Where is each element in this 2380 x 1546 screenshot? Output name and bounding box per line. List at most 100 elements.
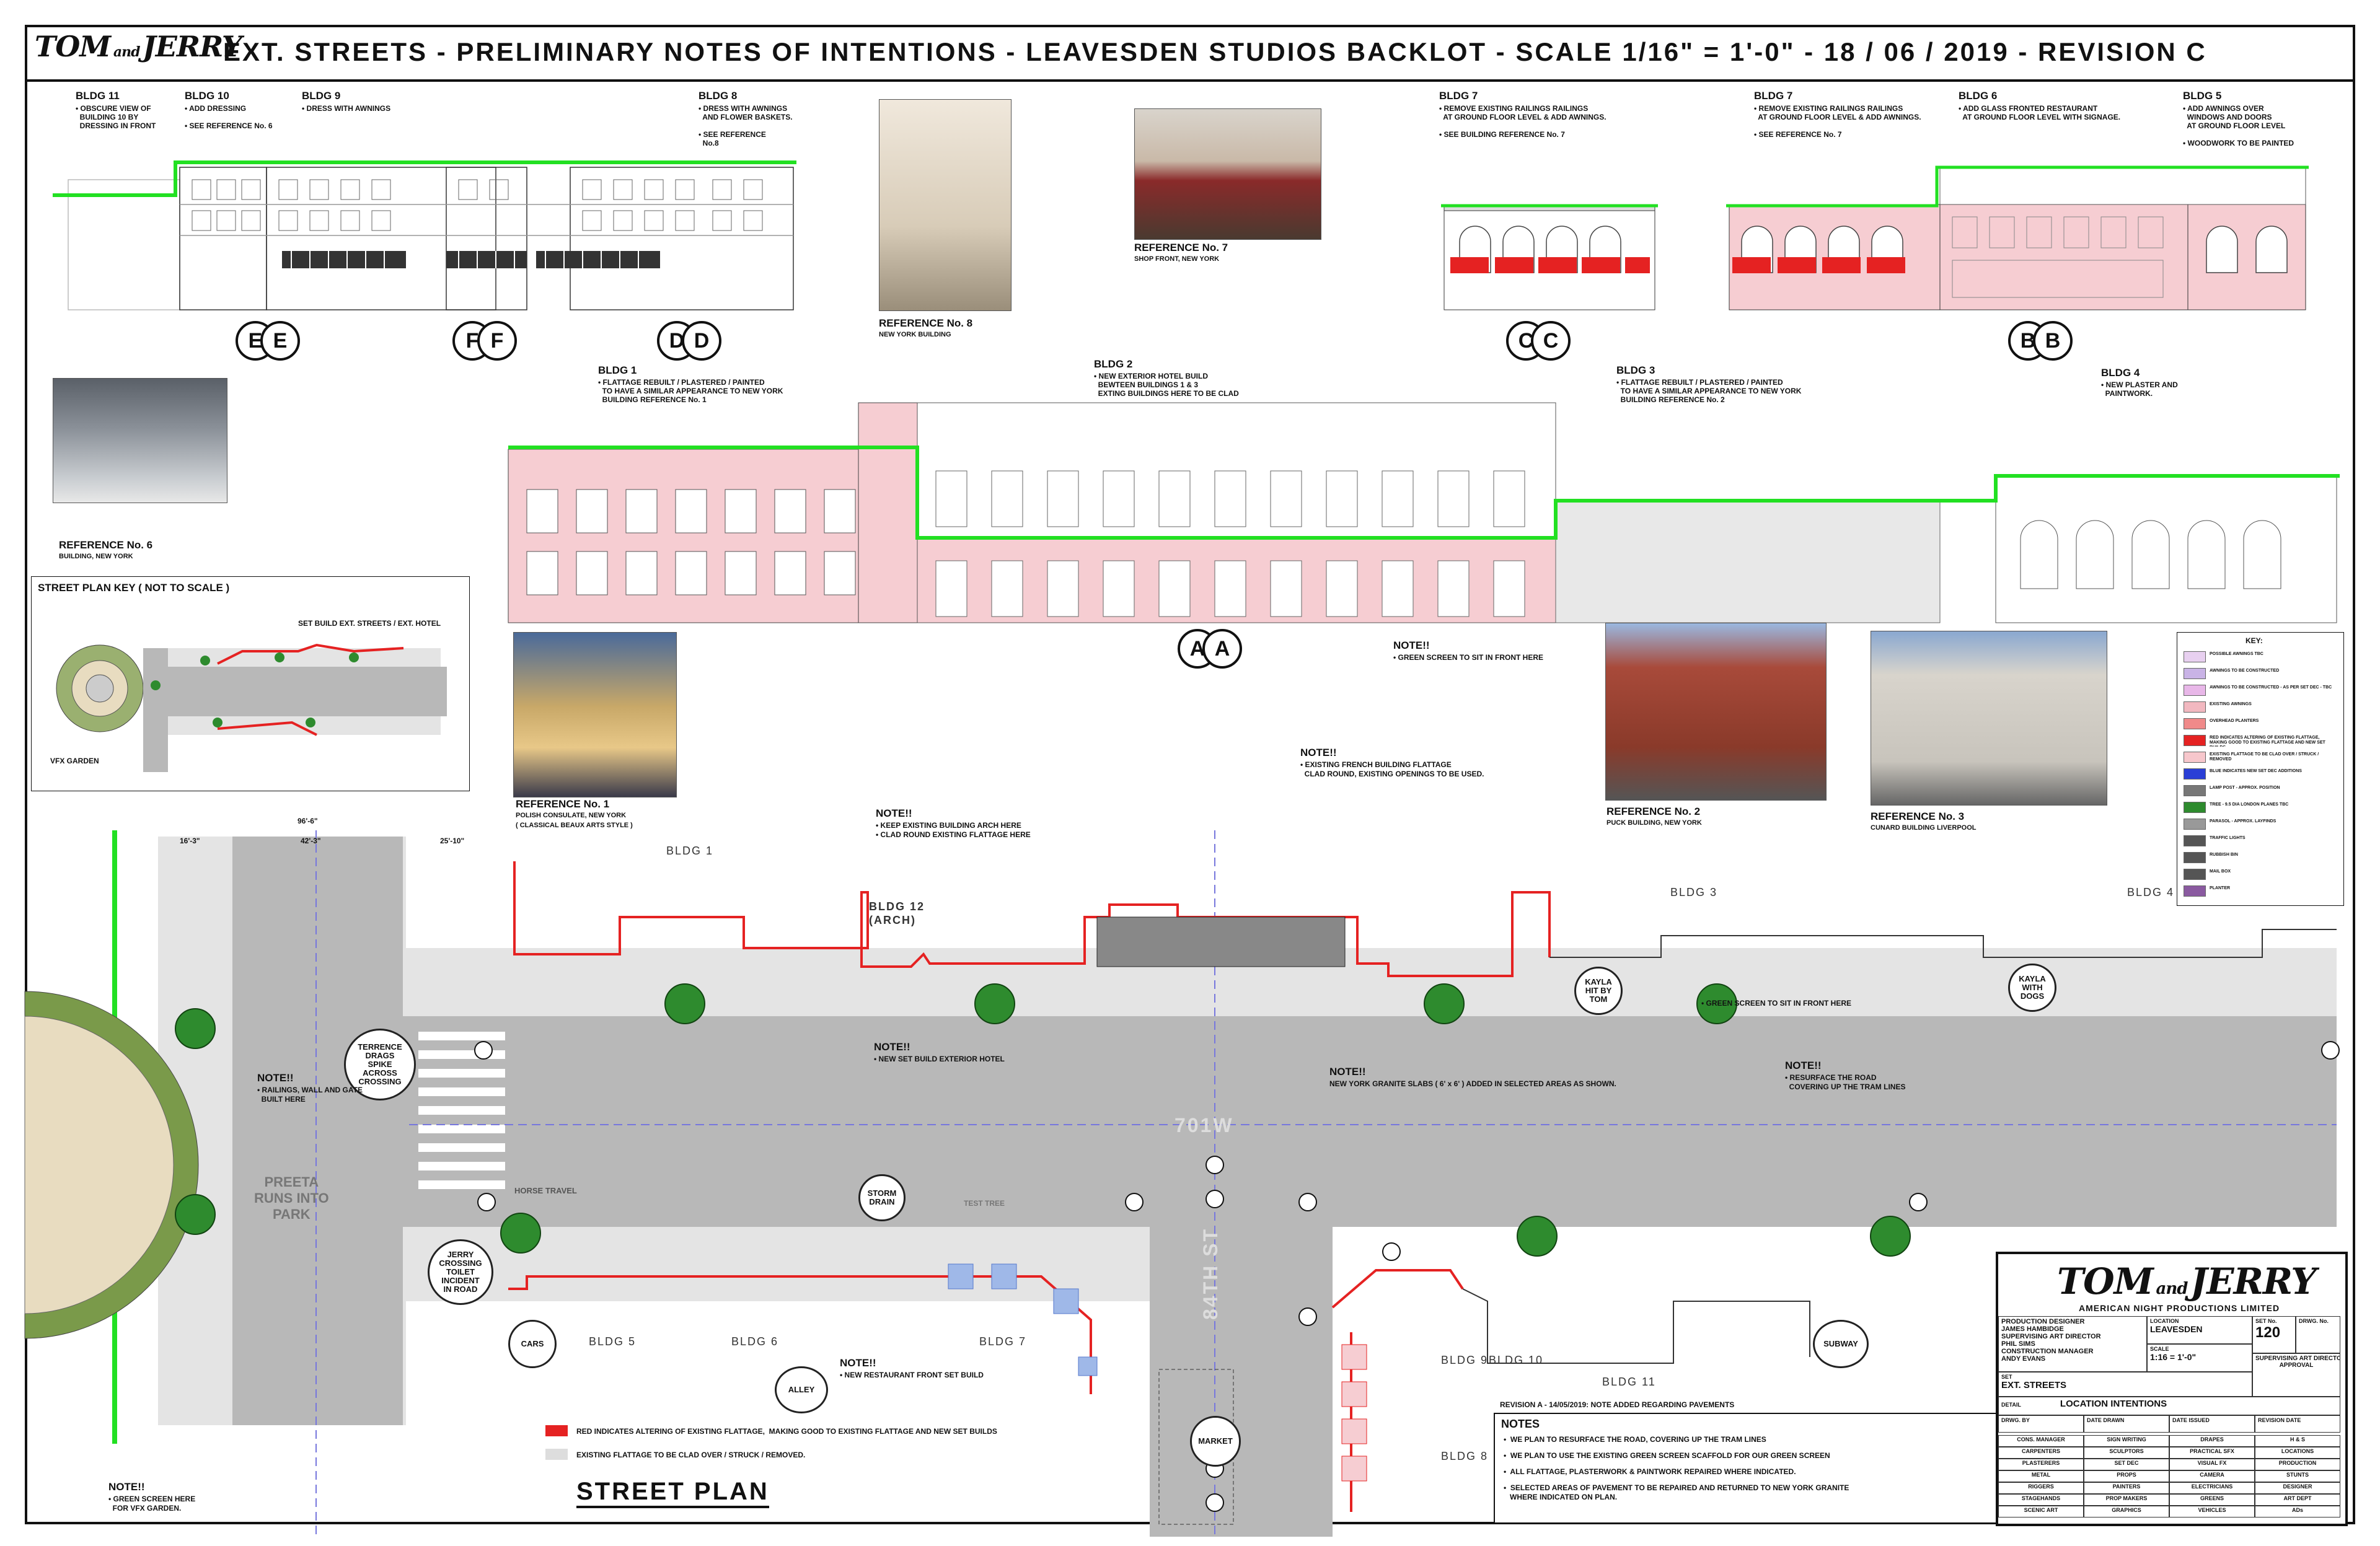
note-bldg9: • DRESS WITH AWNINGS xyxy=(302,104,391,113)
tb-dept-cell: PROPS xyxy=(2084,1470,2169,1482)
callout-cars: CARS xyxy=(508,1320,557,1368)
label-bldg7b: BLDG 7 xyxy=(1754,90,1793,102)
plan-bldg7: BLDG 7 xyxy=(979,1335,1027,1348)
legend-swatch xyxy=(2184,718,2206,729)
callout-subway: SUBWAY xyxy=(1813,1320,1869,1368)
legend-item-text: EXISTING AWNINGS xyxy=(2210,702,2252,706)
label-bldg8: BLDG 8 xyxy=(699,90,738,102)
tb-setno-value: 120 xyxy=(2255,1324,2281,1341)
title-block-company: AMERICAN NIGHT PRODUCTIONS LIMITED xyxy=(2079,1303,2280,1313)
tb-cm-label: CONSTRUCTION MANAGER xyxy=(2001,1348,2094,1355)
elevation-cc xyxy=(1441,204,1658,310)
plan-bldg10: BLDG 10 xyxy=(1489,1354,1544,1366)
tb-dept-cell: DRAPES xyxy=(2169,1435,2255,1447)
note-bldg5: • ADD AWNINGS OVER WINDOWS AND DOORS AT … xyxy=(2183,104,2294,147)
tb-people: PRODUCTION DESIGNER JAMES HAMBIDGE SUPER… xyxy=(1998,1316,2147,1372)
label-bldg1: BLDG 1 xyxy=(598,364,637,376)
legend-swatch xyxy=(2184,651,2206,662)
general-notes: NOTES • WE PLAN TO RESURFACE THE ROAD, C… xyxy=(1494,1413,1998,1524)
legend-swatch xyxy=(2184,735,2206,746)
note-bldg1: • FLATTAGE REBUILT / PLASTERED / PAINTED… xyxy=(598,378,783,404)
horse-travel-label: HORSE TRAVEL xyxy=(514,1186,577,1195)
note-railings: • RAILINGS, WALL AND GATE BUILT HERE xyxy=(257,1086,363,1104)
tb-dept-cell: STAGEHANDS xyxy=(1998,1494,2084,1506)
callout-alley: ALLEY xyxy=(775,1366,828,1413)
tb-dept-cell: PLASTERERS xyxy=(1998,1459,2084,1470)
plan-bldg6: BLDG 6 xyxy=(731,1335,779,1348)
tb-dept-cell: ELECTRICIANS xyxy=(2169,1482,2255,1494)
tb-dept-cell: VEHICLES xyxy=(2169,1506,2255,1517)
tb-location-value: LEAVESDEN xyxy=(2150,1324,2203,1334)
section-marker: B xyxy=(2033,321,2073,361)
tb-dept-cell: PRACTICAL SFX xyxy=(2169,1447,2255,1459)
legend-item-text: TREE - 9.5 DIA LONDON PLANES TBC xyxy=(2210,802,2289,807)
note-bldg4: • NEW PLASTER AND PAINTWORK. xyxy=(2101,380,2178,398)
reference-photo-8 xyxy=(879,99,1011,311)
street-name-701w: 701W xyxy=(1175,1114,1234,1136)
note-bldg10: • ADD DRESSING • SEE REFERENCE No. 6 xyxy=(185,104,273,130)
street-plan-key-diagram xyxy=(56,643,447,772)
reference-2-title: REFERENCE No. 2 xyxy=(1606,806,1701,817)
section-marker: A xyxy=(1202,629,1242,669)
tb-set-label: SET xyxy=(2001,1374,2012,1380)
tb-logo-tom: TOM xyxy=(2057,1260,2154,1302)
tb-dept-cell: SCENIC ART xyxy=(1998,1506,2084,1517)
note-bldg7a: • REMOVE EXISTING RAILINGS RAILINGS AT G… xyxy=(1439,104,1606,139)
tb-drwg-label: DRWG. No. xyxy=(2299,1318,2329,1324)
tb-date-drawn: DATE DRAWN xyxy=(2084,1415,2169,1433)
tb-pd-name: JAMES HAMBIDGE xyxy=(2001,1325,2064,1333)
label-bldg11: BLDG 11 xyxy=(76,90,120,102)
tb-dept-cell: DESIGNER xyxy=(2255,1482,2340,1494)
note-green-screen: • GREEN SCREEN TO SIT IN FRONT HERE xyxy=(1393,653,1544,662)
notes-item-4: • SELECTED AREAS OF PAVEMENT TO BE REPAI… xyxy=(1504,1483,1849,1501)
tb-location: LOCATION LEAVESDEN xyxy=(2147,1316,2252,1344)
notes-item-3: • ALL FLATTAGE, PLASTERWORK & PAINTWORK … xyxy=(1504,1467,1796,1476)
tb-setno-label: SET No. xyxy=(2255,1318,2277,1324)
reference-8-title: REFERENCE No. 8 xyxy=(879,317,973,329)
note-green-front: • GREEN SCREEN TO SIT IN FRONT HERE xyxy=(1701,999,1852,1008)
dim-2: 42'-3" xyxy=(301,837,321,845)
legend-item-text: PARASOL - APPROX. LAYFINDS xyxy=(2210,819,2276,824)
reference-photo-1 xyxy=(513,632,677,797)
dim-total: 96'-6" xyxy=(298,817,318,825)
note-head: NOTE!! xyxy=(874,1041,910,1053)
label-bldg5: BLDG 5 xyxy=(2183,90,2222,102)
tb-pd-label: PRODUCTION DESIGNER xyxy=(2001,1318,2085,1325)
title-bar xyxy=(27,27,2353,82)
legend-item-text: OVERHEAD PLANTERS xyxy=(2210,719,2259,723)
tb-dept-cell: ADs xyxy=(2255,1506,2340,1517)
legend-item-text: AWNINGS TO BE CONSTRUCTED - AS PER SET D… xyxy=(2210,685,2332,690)
reference-3-title: REFERENCE No. 3 xyxy=(1871,810,1965,822)
label-bldg2: BLDG 2 xyxy=(1094,358,1133,370)
tb-dept-cell: STUNTS xyxy=(2255,1470,2340,1482)
note-bldg7b: • REMOVE EXISTING RAILINGS RAILINGS AT G… xyxy=(1754,104,1921,139)
legend-swatch xyxy=(2184,785,2206,796)
legend-swatch xyxy=(2184,685,2206,696)
plan-bldg11: BLDG 11 xyxy=(1602,1376,1656,1388)
legend-item-text: EXISTING FLATTAGE TO BE CLAD OVER / STRU… xyxy=(2210,752,2319,762)
note-keep-arch: • KEEP EXISTING BUILDING ARCH HERE • CLA… xyxy=(876,821,1031,839)
section-marker: D xyxy=(682,321,721,361)
note-head: NOTE!! xyxy=(1785,1060,1822,1071)
callout-kayla-dogs: KAYLA WITH DOGS xyxy=(2008,964,2056,1012)
street-plan-title: STREET PLAN xyxy=(576,1478,769,1508)
plan-bldg9: BLDG 9 xyxy=(1441,1354,1489,1366)
reference-2-sub: PUCK BUILDING, NEW YORK xyxy=(1606,819,1702,827)
legend-swatch xyxy=(2184,885,2206,897)
section-marker: C xyxy=(1531,321,1571,361)
plan-bldg4: BLDG 4 xyxy=(2127,886,2175,898)
tb-scale-label: SCALE xyxy=(2150,1346,2169,1352)
tb-approval: SUPERVISING ART DIRECTOR APPROVAL xyxy=(2252,1353,2340,1397)
notes-item-2: • WE PLAN TO USE THE EXISTING GREEN SCRE… xyxy=(1504,1451,1830,1460)
dim-1: 16'-3" xyxy=(180,837,200,845)
legend-item-text: RUBBISH BIN xyxy=(2210,853,2238,857)
reference-photo-3 xyxy=(1871,631,2107,806)
tb-detail-label: DETAIL xyxy=(2001,1402,2021,1408)
note-hotel: • NEW SET BUILD EXTERIOR HOTEL xyxy=(874,1055,1005,1063)
tb-dept-cell: LOCATIONS xyxy=(2255,1447,2340,1459)
legend-swatch-grey xyxy=(545,1449,568,1460)
legend-red-text: RED INDICATES ALTERING OF EXISTING FLATT… xyxy=(576,1427,997,1436)
tb-logo-jerry: JERRY xyxy=(2190,1260,2317,1302)
tb-dept-cell: PRODUCTION xyxy=(2255,1459,2340,1470)
note-head: NOTE!! xyxy=(1393,639,1430,651)
